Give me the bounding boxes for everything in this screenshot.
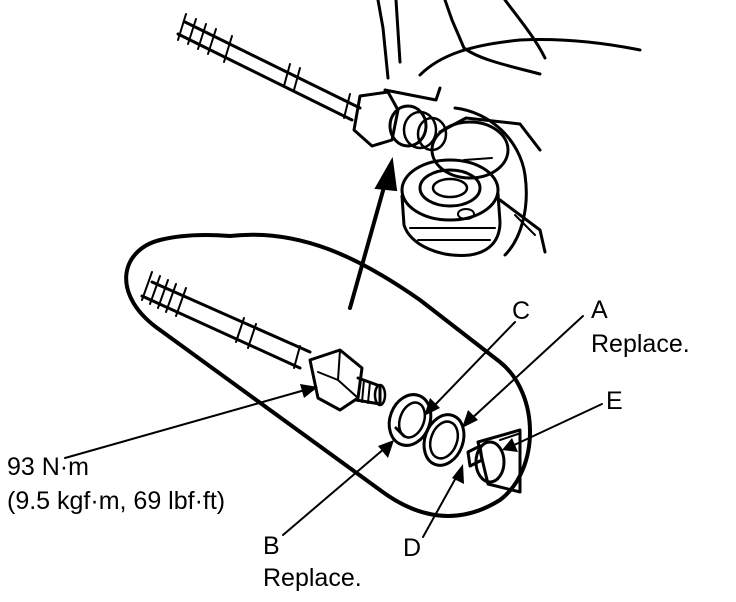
label-b: B [263, 532, 280, 560]
torque-spec-primary: 93 N·m [7, 453, 89, 481]
leader-lines [64, 315, 603, 538]
label-c: C [512, 297, 530, 325]
torque-spec-secondary: (9.5 kgf·m, 69 lbf·ft) [7, 487, 225, 515]
stopper-washer-a [422, 413, 466, 467]
label-a: A [591, 296, 608, 324]
rack-end-detail [466, 428, 522, 494]
mount-boss [400, 158, 502, 257]
detail-bubble [124, 232, 532, 518]
exploded-tie-rod [140, 271, 387, 412]
callout-arrow [348, 156, 398, 310]
label-a-note: Replace. [591, 330, 690, 358]
label-d: D [403, 534, 421, 562]
label-e: E [606, 387, 623, 415]
installed-assembly [176, 0, 642, 257]
label-b-note: Replace. [263, 564, 362, 592]
rack-housing [376, 0, 642, 257]
installed-tie-rod [176, 13, 448, 152]
